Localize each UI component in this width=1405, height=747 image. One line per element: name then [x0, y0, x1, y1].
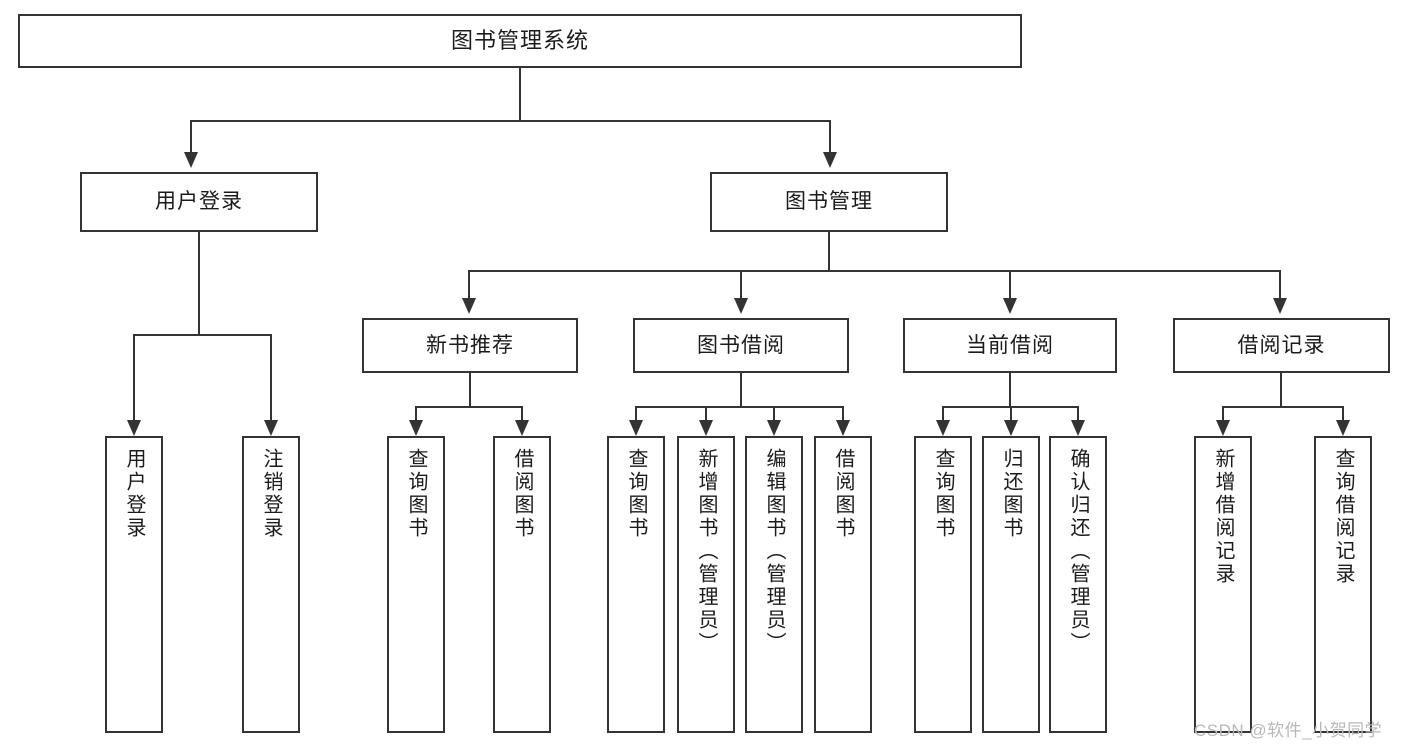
- leaf-label: 查询图书: [405, 448, 427, 540]
- leaf-label: 查询借阅记录: [1332, 448, 1354, 586]
- connector-user-login-to-leaf-2: [270, 334, 272, 420]
- arrow-bm-to-new-book-icon: [462, 298, 476, 314]
- connector-user-login-to-leaf-1: [133, 334, 135, 420]
- leaf-edit-book[interactable]: 编辑图书（管理员）: [745, 436, 803, 733]
- arrow-new-book-to-leaf-1-icon: [409, 420, 423, 436]
- leaf-query-record[interactable]: 查询借阅记录: [1314, 436, 1372, 733]
- leaf-add-book[interactable]: 新增图书（管理员）: [677, 436, 735, 733]
- node-label: 图书管理: [785, 190, 873, 214]
- connector-bm-to-borrow-record: [1279, 270, 1281, 298]
- connector-new-book-to-leaf-2: [521, 406, 523, 420]
- arrow-current-borrow-to-leaf-3-icon: [1071, 420, 1085, 436]
- connector-book-borrow-to-leaf-1: [635, 406, 637, 420]
- csdn-watermark: CSDN @软件_小贺同学: [1194, 721, 1383, 740]
- connector-current-borrow-stem: [1009, 373, 1011, 408]
- arrow-borrow-record-to-leaf-2-icon: [1336, 420, 1350, 436]
- connector-current-borrow-to-leaf-3: [1077, 406, 1079, 420]
- connector-user-login-stem: [198, 232, 200, 336]
- node-book-management[interactable]: 图书管理: [710, 172, 948, 232]
- leaf-borrow-book-2[interactable]: 借阅图书: [814, 436, 872, 733]
- connector-borrow-record-stem: [1280, 373, 1282, 408]
- leaf-label: 归还图书: [1000, 448, 1022, 540]
- connector-book-borrow-stem: [740, 373, 742, 408]
- leaf-confirm-return[interactable]: 确认归还（管理员）: [1049, 436, 1107, 733]
- leaf-label: 用户登录: [123, 448, 145, 540]
- leaf-label: 注销登录: [260, 448, 282, 540]
- arrow-root-to-user-login-icon: [184, 152, 198, 168]
- connector-new-book-to-leaf-1: [415, 406, 417, 420]
- leaf-label: 查询图书: [625, 448, 647, 540]
- arrow-bm-to-borrow-record-icon: [1273, 298, 1287, 314]
- leaf-logout[interactable]: 注销登录: [242, 436, 300, 733]
- connector-root-to-book-management: [829, 120, 831, 152]
- arrow-bm-to-current-borrow-icon: [1003, 298, 1017, 314]
- connector-bm-to-book-borrow: [740, 270, 742, 298]
- leaf-query-book-2[interactable]: 查询图书: [607, 436, 665, 733]
- connector-bm-to-current-borrow: [1009, 270, 1011, 298]
- connector-root-bar: [190, 120, 831, 122]
- leaf-label: 确认归还（管理员）: [1067, 448, 1089, 655]
- arrow-current-borrow-to-leaf-2-icon: [1004, 420, 1018, 436]
- connector-current-borrow-to-leaf-2: [1010, 406, 1012, 420]
- leaf-user-login[interactable]: 用户登录: [105, 436, 163, 733]
- connector-book-borrow-to-leaf-2: [705, 406, 707, 420]
- leaf-query-book-3[interactable]: 查询图书: [914, 436, 972, 733]
- leaf-label: 查询图书: [932, 448, 954, 540]
- leaf-label: 新增图书（管理员）: [695, 448, 717, 655]
- connector-borrow-record-to-leaf-1: [1222, 406, 1224, 420]
- node-new-book-recommend[interactable]: 新书推荐: [362, 318, 578, 373]
- node-label: 当前借阅: [966, 333, 1054, 357]
- leaf-query-book-1[interactable]: 查询图书: [387, 436, 445, 733]
- connector-new-book-stem: [469, 373, 471, 408]
- arrow-book-borrow-to-leaf-1-icon: [629, 420, 643, 436]
- arrow-current-borrow-to-leaf-1-icon: [936, 420, 950, 436]
- node-current-borrow[interactable]: 当前借阅: [903, 318, 1117, 373]
- connector-current-borrow-to-leaf-1: [942, 406, 944, 420]
- arrow-bm-to-book-borrow-icon: [734, 298, 748, 314]
- node-user-login[interactable]: 用户登录: [80, 172, 318, 232]
- leaf-label: 编辑图书（管理员）: [763, 448, 785, 655]
- arrow-book-borrow-to-leaf-3-icon: [767, 420, 781, 436]
- node-label: 借阅记录: [1237, 333, 1326, 357]
- leaf-label: 新增借阅记录: [1212, 448, 1234, 586]
- leaf-borrow-book-1[interactable]: 借阅图书: [493, 436, 551, 733]
- arrow-book-borrow-to-leaf-2-icon: [699, 420, 713, 436]
- connector-borrow-record-to-leaf-2: [1342, 406, 1344, 420]
- node-label: 图书借阅: [697, 333, 785, 357]
- leaf-label: 借阅图书: [511, 448, 533, 540]
- arrow-new-book-to-leaf-2-icon: [515, 420, 529, 436]
- connector-book-borrow-bar: [635, 406, 844, 408]
- arrow-book-borrow-to-leaf-4-icon: [836, 420, 850, 436]
- arrow-root-to-book-management-icon: [823, 152, 837, 168]
- arrow-borrow-record-to-leaf-1-icon: [1216, 420, 1230, 436]
- connector-book-borrow-to-leaf-4: [842, 406, 844, 420]
- connector-root-stem: [519, 68, 521, 120]
- connector-borrow-record-bar: [1222, 406, 1344, 408]
- arrow-user-login-to-leaf-2-icon: [264, 420, 278, 436]
- leaf-return-book[interactable]: 归还图书: [982, 436, 1040, 733]
- node-borrow-record[interactable]: 借阅记录: [1173, 318, 1390, 373]
- node-label: 用户登录: [155, 190, 243, 214]
- connector-root-to-user-login: [190, 120, 192, 152]
- connector-book-borrow-to-leaf-3: [773, 406, 775, 420]
- node-label: 新书推荐: [426, 333, 514, 357]
- node-label: 图书管理系统: [450, 27, 589, 53]
- node-book-borrow[interactable]: 图书借阅: [633, 318, 849, 373]
- connector-book-management-bar: [468, 270, 1281, 272]
- leaf-label: 借阅图书: [832, 448, 854, 540]
- arrow-user-login-to-leaf-1-icon: [127, 420, 141, 436]
- connector-book-management-stem: [828, 232, 830, 272]
- connector-bm-to-new-book: [468, 270, 470, 298]
- connector-user-login-bar: [133, 334, 272, 336]
- leaf-add-record[interactable]: 新增借阅记录: [1194, 436, 1252, 733]
- node-root-system[interactable]: 图书管理系统: [18, 14, 1022, 68]
- connector-new-book-bar: [415, 406, 523, 408]
